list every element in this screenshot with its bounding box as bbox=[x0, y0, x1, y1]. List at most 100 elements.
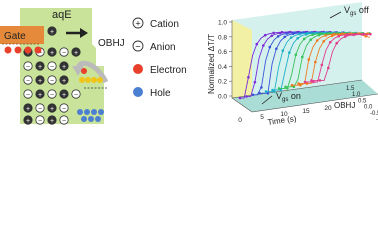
curve-point bbox=[255, 42, 259, 46]
vgs-on-pointer bbox=[261, 95, 273, 105]
curve-point bbox=[247, 75, 250, 79]
cation-symbol: + bbox=[62, 64, 66, 71]
cation-icon bbox=[59, 61, 69, 71]
legend: + Cation − Anion Electron Hole bbox=[132, 17, 187, 99]
depth-tick-label: 1.5 bbox=[346, 86, 355, 92]
depth-tick-label: 0.0 bbox=[364, 105, 373, 111]
hole-particle bbox=[77, 109, 83, 115]
legend-label-hole: Hole bbox=[150, 88, 171, 99]
x-tick-label: 20 bbox=[324, 105, 332, 112]
depth-tick-label: 0.5 bbox=[358, 98, 367, 104]
anion-icon bbox=[47, 61, 57, 71]
curve-point bbox=[298, 32, 301, 36]
vgs-off-v: V bbox=[344, 5, 350, 15]
plot-floor bbox=[232, 80, 378, 112]
hole-particle bbox=[88, 116, 94, 122]
curve-point bbox=[275, 47, 278, 51]
curve-point bbox=[311, 33, 314, 37]
cation-symbol: + bbox=[50, 50, 54, 57]
cation-icon bbox=[47, 26, 57, 36]
legend-label-electron: Electron bbox=[150, 65, 187, 76]
anion-symbol: − bbox=[38, 106, 42, 113]
curve-point bbox=[268, 45, 272, 49]
ion-grid: ++−+−+−+−+−+−+−+−+−+−+−+−+− bbox=[4, 26, 81, 125]
curve-point bbox=[264, 90, 268, 93]
cation-symbol: + bbox=[26, 118, 30, 125]
anion-legend-symbol: − bbox=[135, 42, 140, 52]
curve-point bbox=[312, 80, 315, 84]
curve-point bbox=[285, 32, 288, 35]
y-tick-label: 0.0 bbox=[218, 94, 227, 101]
cation-icon bbox=[47, 103, 57, 113]
curve-point bbox=[304, 33, 308, 36]
anion-symbol: − bbox=[50, 64, 54, 71]
curve-point bbox=[339, 33, 342, 36]
curve-series bbox=[238, 30, 372, 100]
depth-tick-label: -0.5 bbox=[370, 111, 378, 117]
gate-electrode bbox=[0, 26, 44, 44]
curve-point bbox=[253, 80, 257, 84]
y-tick-label: 0.4 bbox=[218, 64, 227, 71]
curve-point bbox=[290, 83, 294, 87]
vgs-off-annotation: Vgs off bbox=[344, 5, 369, 17]
cation-icon bbox=[59, 89, 69, 99]
vgs-on-v: V bbox=[276, 91, 282, 101]
curve-point bbox=[302, 37, 306, 41]
cation-symbol: + bbox=[50, 29, 54, 36]
cation-icon bbox=[47, 47, 57, 57]
curve-point bbox=[277, 87, 281, 90]
hole-cluster bbox=[77, 109, 104, 122]
junction-arrowhead-icon bbox=[72, 66, 84, 76]
curve-point bbox=[305, 82, 309, 85]
curve-point bbox=[288, 51, 291, 54]
curve-point bbox=[266, 91, 270, 95]
anion-icon bbox=[23, 89, 33, 99]
curve-point bbox=[301, 55, 304, 59]
ion-flow-arrowhead bbox=[80, 28, 88, 38]
cation-symbol: + bbox=[50, 118, 54, 125]
anion-icon bbox=[35, 103, 45, 113]
curve-point bbox=[284, 85, 287, 89]
y-axis: 0.00.20.40.60.81.0 bbox=[218, 20, 232, 101]
anion-icon bbox=[23, 75, 33, 85]
x-tick-label: 15 bbox=[302, 108, 310, 115]
hole-particle bbox=[81, 116, 87, 122]
curve-point bbox=[343, 35, 347, 38]
electron-cluster bbox=[79, 68, 103, 83]
curve-point bbox=[309, 38, 313, 42]
vgs-on-sub: gs bbox=[282, 97, 288, 103]
legend-item-hole: Hole bbox=[133, 87, 171, 99]
curve-point bbox=[297, 82, 300, 85]
legend-label-cation: Cation bbox=[150, 19, 179, 30]
curve-point bbox=[369, 32, 372, 36]
vgs-off-suffix: off bbox=[356, 5, 369, 15]
cation-symbol: + bbox=[62, 92, 66, 99]
hole-particle bbox=[98, 109, 104, 115]
curve-point bbox=[279, 88, 283, 92]
cation-icon bbox=[35, 89, 45, 99]
curve-point bbox=[337, 34, 340, 38]
cation-symbol: + bbox=[74, 50, 78, 57]
x-tick-label: 5 bbox=[260, 114, 264, 121]
anion-symbol: − bbox=[62, 118, 66, 125]
junction-label: OBHJ bbox=[98, 38, 125, 49]
curve-point bbox=[324, 34, 327, 37]
curve-point bbox=[315, 39, 319, 42]
anion-symbol: − bbox=[38, 118, 42, 125]
curve-point bbox=[330, 34, 334, 38]
anion-icon bbox=[47, 75, 57, 85]
cation-icon bbox=[59, 75, 69, 85]
cation-symbol: + bbox=[38, 92, 42, 99]
curve-point bbox=[320, 63, 324, 67]
curve-point bbox=[262, 44, 265, 47]
curve-point bbox=[303, 80, 307, 84]
anion-icon bbox=[59, 115, 69, 125]
curve-point bbox=[322, 40, 326, 43]
electron-legend-icon bbox=[133, 64, 143, 74]
cation-symbol: + bbox=[38, 78, 42, 85]
curve-point bbox=[345, 33, 349, 36]
vgs-on-suffix: on bbox=[288, 91, 301, 101]
cation-icon bbox=[23, 115, 33, 125]
anion-icon bbox=[47, 89, 57, 99]
